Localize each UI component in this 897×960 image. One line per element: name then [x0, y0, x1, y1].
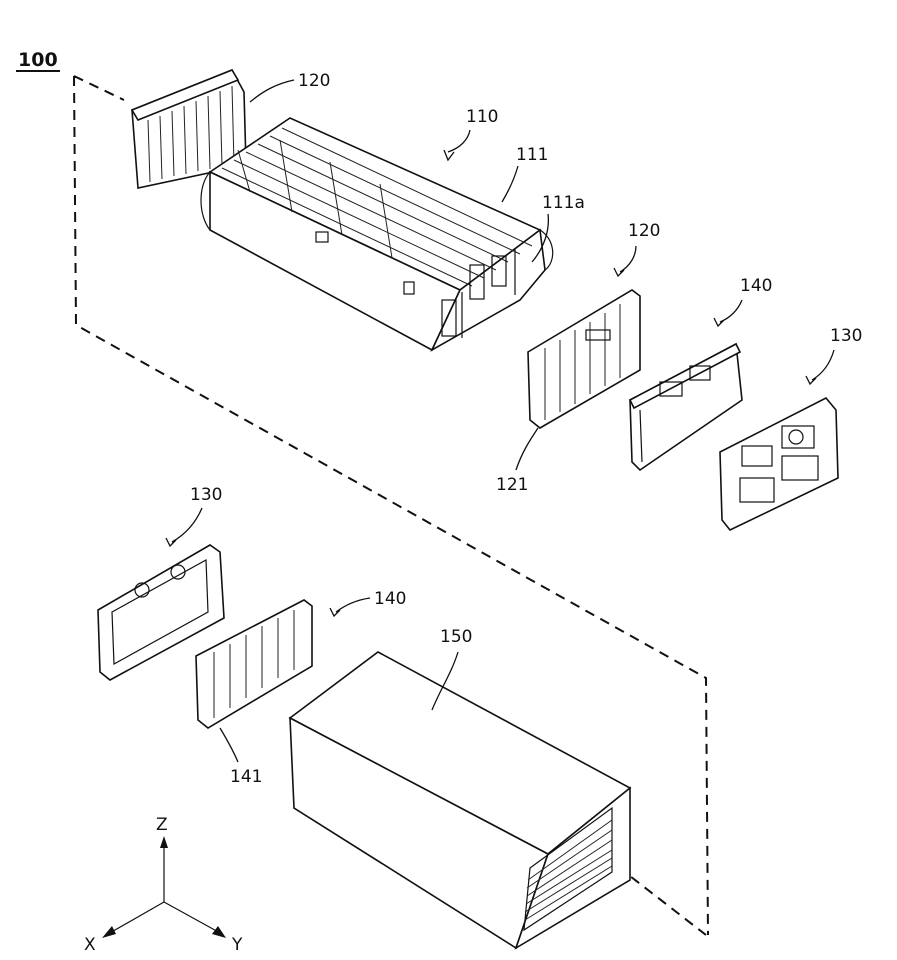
label-plate-part: 141 [230, 767, 262, 787]
axis-triad [102, 836, 226, 938]
leader-end-cover-left [166, 508, 202, 546]
leader-end-cover-right [806, 350, 834, 384]
busbar-frame-right [528, 290, 640, 428]
leader-busbar-part [516, 428, 538, 470]
svg-text:100: 100 [18, 49, 58, 71]
label-cell-stack: 110 [466, 107, 498, 127]
label-plate-right: 140 [740, 276, 772, 296]
leader-cell-stack [444, 130, 470, 160]
label-busbar-frame-right: 120 [628, 221, 660, 241]
leader-plate-left [330, 598, 370, 616]
cell-stack [201, 118, 553, 350]
leader-cell-unit [502, 166, 518, 202]
leader-plate-right [714, 300, 742, 326]
label-cell-lead: 111a [542, 193, 585, 213]
label-busbar-frame-top: 120 [298, 71, 330, 91]
end-cover-right [720, 398, 838, 530]
housing [290, 652, 630, 948]
leader-plate-part [220, 728, 238, 762]
label-end-cover-left: 130 [190, 485, 222, 505]
assembly-label-100: 100 [16, 49, 60, 71]
label-end-cover-right: 130 [830, 326, 862, 346]
label-busbar-part: 121 [496, 475, 528, 495]
label-plate-left: 140 [374, 589, 406, 609]
axis-z-label: Z [156, 815, 168, 835]
label-cell-unit: 111 [516, 145, 548, 165]
axis-y-label: Y [231, 935, 243, 955]
leader-busbar-frame-top [250, 80, 294, 102]
axis-x-label: X [84, 935, 96, 955]
leader-busbar-frame-right [614, 246, 636, 276]
label-housing: 150 [440, 627, 472, 647]
